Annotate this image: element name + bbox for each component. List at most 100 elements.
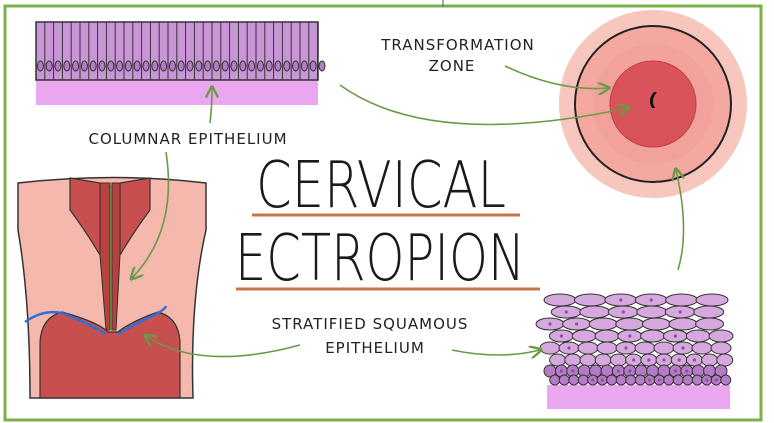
squamous-cell — [565, 354, 581, 366]
squamous-cell-nucleus — [567, 346, 570, 349]
squamous-cell-nucleus — [681, 346, 684, 349]
squamous-cell — [559, 375, 569, 385]
columnar-epithelium-illustration — [36, 22, 325, 105]
columnar-cell-nucleus — [213, 61, 219, 71]
squamous-cell-nucleus — [647, 358, 650, 361]
columnar-cell-nucleus — [284, 61, 290, 71]
squamous-cell — [694, 306, 724, 318]
columnar-cell-nucleus — [169, 61, 175, 71]
label-stratified-squamous-1: STRATIFIED SQUAMOUS — [272, 315, 469, 333]
squamous-cell-nucleus — [674, 369, 677, 372]
squamous-cell — [692, 375, 702, 385]
squamous-cell — [692, 342, 712, 354]
columnar-cell-nucleus — [301, 61, 307, 71]
squamous-cell-nucleus — [560, 334, 563, 337]
squamous-cell — [574, 294, 606, 306]
squamous-cell — [686, 330, 710, 342]
columnar-cell-nucleus — [81, 61, 87, 71]
columnar-cell-nucleus — [99, 61, 105, 71]
squamous-cell — [578, 375, 588, 385]
cervix-front-view — [559, 10, 747, 198]
squamous-cells — [536, 294, 733, 385]
squamous-cell — [597, 342, 617, 354]
squamous-cell-nucleus — [715, 378, 718, 381]
squamous-cell — [673, 375, 683, 385]
squamous-cell — [669, 318, 697, 330]
squamous-cell-nucleus — [601, 378, 604, 381]
columnar-cell-nucleus — [125, 61, 131, 71]
squamous-cell-nucleus — [617, 369, 620, 372]
squamous-cell-nucleus — [693, 358, 696, 361]
squamous-cell — [635, 342, 655, 354]
squamous-cell-nucleus — [560, 369, 563, 372]
columnar-cell-nucleus — [275, 61, 281, 71]
squamous-cell-nucleus — [648, 378, 651, 381]
squamous-cell-nucleus — [674, 334, 677, 337]
squamous-cell — [696, 294, 728, 306]
columnar-cell-nucleus — [187, 61, 193, 71]
columnar-cell-nucleus — [257, 61, 263, 71]
squamous-cell-nucleus — [571, 369, 574, 372]
columnar-cell-nucleus — [108, 61, 114, 71]
squamous-cell — [635, 375, 645, 385]
squamous-cell-nucleus — [662, 358, 665, 361]
squamous-cell — [540, 342, 560, 354]
columnar-cell-nucleus — [152, 61, 158, 71]
title-block: CERVICAL ECTROPION — [235, 149, 540, 296]
columnar-cell-nucleus — [161, 61, 167, 71]
squamous-cell — [572, 330, 596, 342]
squamous-cell — [569, 375, 579, 385]
squamous-cell-nucleus — [591, 378, 594, 381]
columnar-cell-nucleus — [143, 61, 149, 71]
squamous-cell — [696, 318, 724, 330]
basement-membrane — [36, 78, 318, 105]
squamous-cell-nucleus — [705, 378, 708, 381]
squamous-cell — [654, 342, 674, 354]
columnar-cell-nucleus — [222, 61, 228, 71]
squamous-cell-nucleus — [622, 310, 625, 313]
title-line-1: CERVICAL — [256, 149, 506, 223]
stratified-squamous-illustration — [536, 294, 733, 409]
squamous-cell-nucleus — [685, 369, 688, 372]
squamous-cell — [580, 354, 596, 366]
columnar-cell-nucleus — [205, 61, 211, 71]
squamous-cell — [664, 375, 674, 385]
squamous-cell-nucleus — [548, 322, 551, 325]
columnar-cell-nucleus — [37, 61, 43, 71]
label-stratified-squamous-2: EPITHELIUM — [325, 339, 425, 357]
columnar-cell-nucleus — [73, 61, 79, 71]
columnar-cell-nucleus — [46, 61, 52, 71]
squamous-cell — [666, 294, 698, 306]
label-columnar-epithelium: COLUMNAR EPITHELIUM — [88, 130, 287, 148]
squamous-cell — [626, 375, 636, 385]
columnar-cell-nucleus — [231, 61, 237, 71]
columnar-cell-nucleus — [55, 61, 61, 71]
squamous-basement — [547, 385, 730, 409]
columnar-cell-nucleus — [319, 61, 325, 71]
squamous-cell-nucleus — [619, 298, 622, 301]
squamous-cell — [642, 318, 670, 330]
title-line-2: ECTROPION — [235, 222, 525, 296]
squamous-cell — [595, 330, 619, 342]
squamous-cell — [717, 354, 733, 366]
squamous-cell-nucleus — [632, 358, 635, 361]
squamous-cell-nucleus — [575, 322, 578, 325]
squamous-cell — [589, 318, 617, 330]
squamous-cell-nucleus — [628, 334, 631, 337]
squamous-cell — [683, 375, 693, 385]
squamous-cell — [711, 342, 731, 354]
squamous-cell-nucleus — [628, 369, 631, 372]
columnar-cell-nucleus — [310, 61, 316, 71]
squamous-cell-nucleus — [624, 346, 627, 349]
label-transformation-zone-2: ZONE — [429, 57, 476, 75]
columnar-cell-nucleus — [134, 61, 140, 71]
columnar-cell-nucleus — [249, 61, 255, 71]
columnar-cell-nucleus — [178, 61, 184, 71]
squamous-cell — [616, 375, 626, 385]
cervix-cross-section — [18, 178, 206, 399]
squamous-cell-nucleus — [658, 378, 661, 381]
squamous-cell — [550, 375, 560, 385]
squamous-cell — [578, 342, 598, 354]
squamous-cell — [544, 294, 576, 306]
